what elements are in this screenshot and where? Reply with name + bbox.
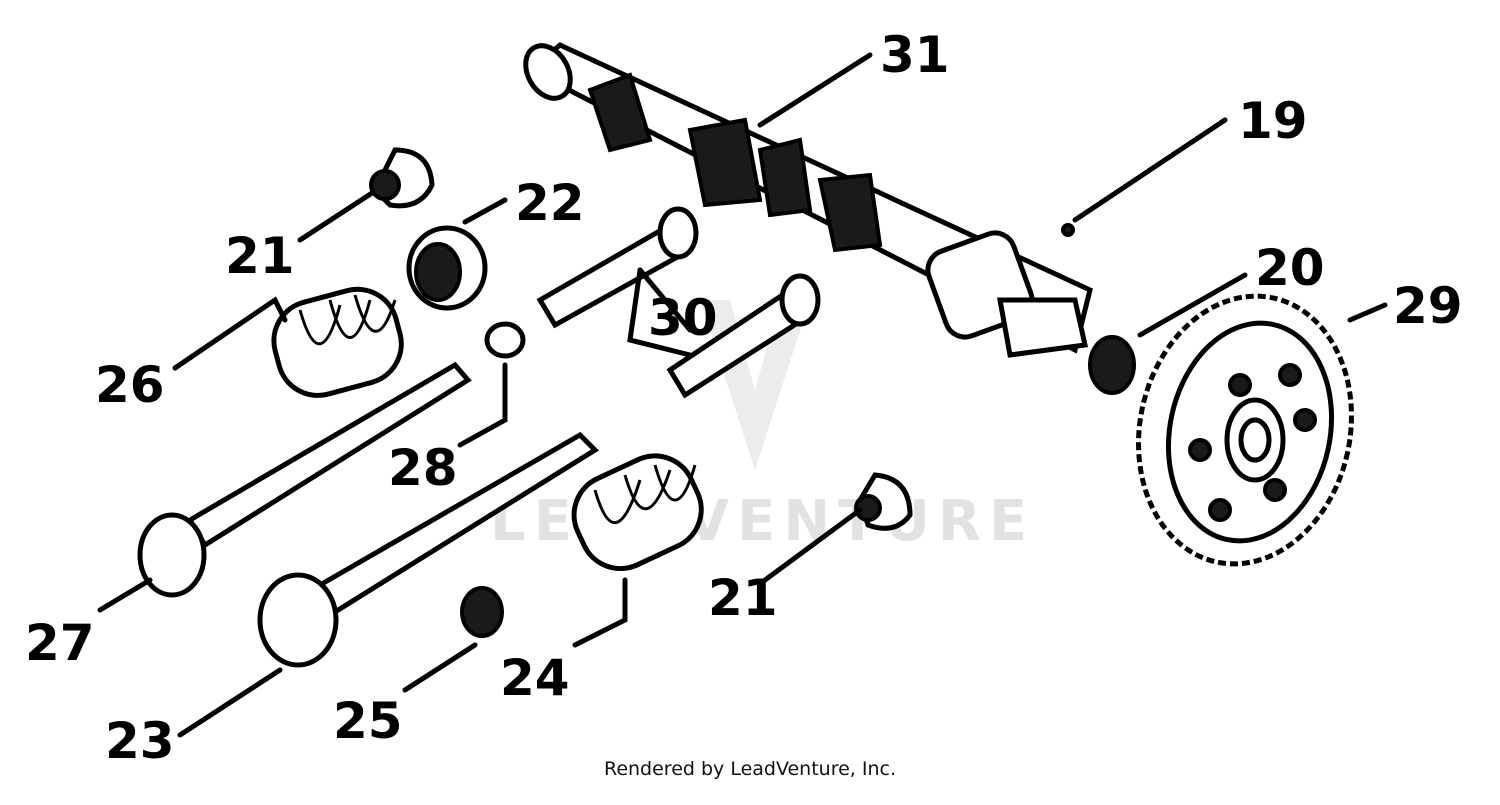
callout-24: 24	[500, 649, 570, 707]
valve-seat	[460, 586, 504, 638]
callout-20: 20	[1255, 239, 1325, 297]
callout-29: 29	[1393, 277, 1463, 335]
intake-valve	[257, 431, 599, 668]
callout-31: 31	[880, 26, 950, 84]
valve-spring-upper	[271, 286, 404, 398]
callout-21-lower: 21	[708, 569, 778, 627]
callout-21-upper: 21	[225, 227, 295, 285]
exhaust-valve	[137, 361, 472, 598]
callout-27: 27	[25, 614, 95, 672]
valve-keeper-upper	[369, 147, 435, 209]
callout-22: 22	[515, 174, 585, 232]
callout-30: 30	[648, 289, 718, 347]
callout-28: 28	[388, 439, 458, 497]
callout-23: 23	[105, 712, 175, 770]
leader-lines	[97, 52, 1388, 738]
render-credit: Rendered by LeadVenture, Inc.	[603, 758, 897, 780]
pin	[1061, 223, 1075, 237]
camshaft	[523, 42, 1093, 358]
callout-25: 25	[333, 692, 403, 750]
spring-retainer-cap	[406, 225, 488, 311]
callout-26: 26	[95, 356, 165, 414]
washer	[1088, 335, 1136, 395]
cam-gear	[1136, 293, 1354, 567]
valve-rotator	[484, 321, 526, 359]
watermark-text: LEADVENTURE	[490, 489, 1035, 554]
valve-spring-lower	[571, 453, 704, 572]
callout-19: 19	[1238, 92, 1308, 150]
callout-labels: 31 19 20 29 22 21 26 30 28 27 23 25 24 2…	[25, 26, 1463, 770]
valve-keeper-lower	[854, 472, 913, 531]
tappets	[536, 206, 821, 399]
